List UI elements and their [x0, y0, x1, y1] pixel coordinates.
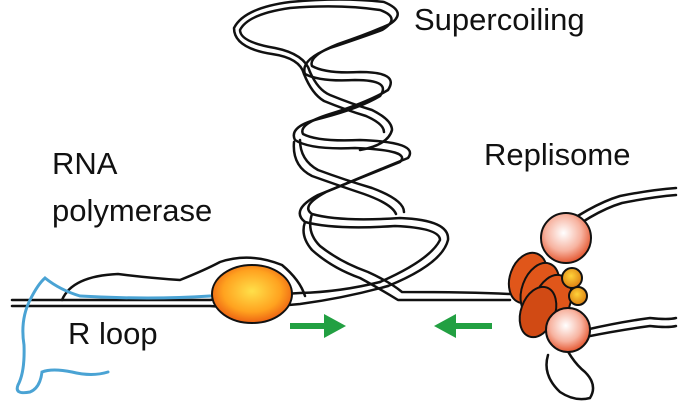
rna-polymerase-body	[211, 264, 293, 324]
label-replisome: Replisome	[484, 137, 631, 172]
replisome-helicase-bottom	[545, 307, 591, 353]
supercoil-plectoneme	[232, 0, 512, 302]
replisome-small-sphere-2	[568, 286, 588, 306]
label-rna-polymerase-line2: polymerase	[52, 193, 213, 228]
label-rna-polymerase-line1: RNA	[52, 146, 118, 181]
rna-strand	[15, 276, 212, 395]
label-r-loop: R loop	[68, 316, 158, 351]
replisome-small-sphere-1	[561, 267, 583, 289]
arrow-left	[434, 314, 492, 338]
label-supercoiling: Supercoiling	[414, 2, 585, 37]
replisome-helicase-top	[540, 212, 592, 264]
arrow-right	[290, 314, 346, 338]
replisome-complex	[507, 212, 592, 353]
